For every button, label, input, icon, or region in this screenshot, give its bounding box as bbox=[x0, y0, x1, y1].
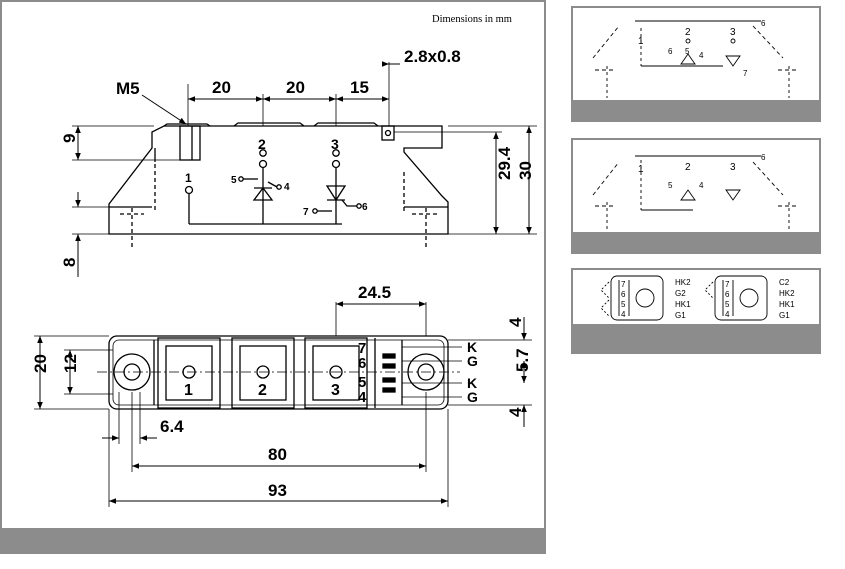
variant-a-pin-5: 5 bbox=[685, 47, 690, 56]
aux-pin: 6 bbox=[358, 355, 366, 372]
dim-tab: 2.8x0.8 bbox=[404, 47, 461, 66]
panel-footer-bar bbox=[573, 100, 819, 120]
dim-12: 12 bbox=[61, 354, 80, 373]
pin-2: 2 bbox=[258, 136, 266, 152]
pinout-left-signal: G1 bbox=[675, 311, 686, 320]
pinout-right-signal: HK1 bbox=[779, 300, 795, 309]
circuit-variant-b-panel: 1 2 3 5 4 6 bbox=[571, 138, 821, 254]
aux-signal: K bbox=[467, 375, 477, 391]
m5-label: M5 bbox=[116, 79, 140, 98]
aux-pin-numbers: 7 6 5 4 bbox=[358, 340, 367, 406]
pinout-right-signal: C2 bbox=[779, 278, 790, 287]
pin-4: 4 bbox=[284, 182, 290, 193]
dim-8: 8 bbox=[60, 258, 79, 267]
pinout-left-num: 6 bbox=[621, 290, 626, 299]
dim-20-height: 20 bbox=[31, 354, 50, 373]
aux-pin: 4 bbox=[358, 389, 367, 406]
circuit-variant-a: 1 2 3 6 5 4 7 6 bbox=[592, 19, 798, 98]
dim-6-4: 6.4 bbox=[160, 417, 184, 436]
pinout-left-num: 4 bbox=[621, 310, 626, 319]
circuit-variant-b: 1 2 3 5 4 6 bbox=[592, 153, 798, 230]
variant-b-pin-5: 5 bbox=[668, 181, 673, 190]
side-view-labels: M5 20 20 15 2.8x0.8 9 29.4 30 8 bbox=[60, 47, 535, 267]
variant-b-pin-6: 6 bbox=[761, 153, 766, 162]
variant-a-pin-7: 7 bbox=[743, 69, 748, 78]
dim-5-7: 5.7 bbox=[513, 348, 532, 372]
dimension-drawing-panel: Dimensions in mm bbox=[0, 0, 546, 554]
pinout-diagram: 7 6 5 4 HK2 G2 HK1 G1 7 6 5 4 C2 HK2 HK1… bbox=[600, 275, 795, 321]
circuit-variant-a-panel: 1 2 3 6 5 4 7 6 bbox=[571, 6, 821, 122]
pin-6: 6 bbox=[362, 202, 368, 213]
aux-pin: 5 bbox=[358, 374, 366, 391]
dimensions-note: Dimensions in mm bbox=[432, 14, 512, 25]
variant-a-pin-4: 4 bbox=[699, 51, 704, 60]
panel-footer-bar bbox=[2, 528, 544, 554]
side-view-pins: 1 2 3 4 5 6 7 bbox=[185, 136, 368, 218]
terminal-3: 3 bbox=[331, 382, 340, 399]
pinout-right-signal: HK2 bbox=[779, 289, 795, 298]
aux-signal: K bbox=[467, 339, 477, 355]
pinout-left-signal: HK1 bbox=[675, 300, 691, 309]
variant-a-pin-1: 1 bbox=[638, 36, 644, 47]
terminal-1: 1 bbox=[184, 382, 193, 399]
pinout-left-num: 7 bbox=[621, 280, 626, 289]
panel-footer-bar bbox=[573, 324, 819, 352]
aux-pin: 7 bbox=[358, 340, 366, 357]
top-view bbox=[34, 301, 532, 507]
variant-a-pin-6: 6 bbox=[668, 47, 673, 56]
dim-15: 15 bbox=[350, 78, 369, 97]
pinout-right-signal: G1 bbox=[779, 311, 790, 320]
variant-a-pin-3: 3 bbox=[730, 27, 736, 38]
dim-9: 9 bbox=[60, 134, 79, 143]
aux-signal: G bbox=[467, 353, 478, 369]
aux-signal: G bbox=[467, 389, 478, 405]
aux-signal-names: K G K G bbox=[467, 339, 478, 405]
top-view-labels: 24.5 20 12 6.4 80 93 4 5.7 4 bbox=[31, 283, 532, 500]
pinout-panel: 7 6 5 4 HK2 G2 HK1 G1 7 6 5 4 C2 HK2 HK1… bbox=[571, 268, 821, 354]
dim-29-4: 29.4 bbox=[495, 146, 514, 180]
pinout-left-num: 5 bbox=[621, 300, 626, 309]
pinout-right-num: 5 bbox=[725, 300, 730, 309]
dim-20-b: 20 bbox=[286, 78, 305, 97]
variant-b-pin-2: 2 bbox=[685, 162, 691, 173]
pinout-right-num: 6 bbox=[725, 290, 730, 299]
dim-93: 93 bbox=[268, 481, 287, 500]
dim-20-a: 20 bbox=[212, 78, 231, 97]
pin-1: 1 bbox=[185, 171, 192, 185]
variant-b-pin-3: 3 bbox=[730, 162, 736, 173]
pinout-left-signal: G2 bbox=[675, 289, 686, 298]
variant-a-pin-2: 2 bbox=[685, 27, 691, 38]
variant-b-pin-1: 1 bbox=[638, 164, 644, 175]
pinout-right-num: 7 bbox=[725, 280, 730, 289]
dim-80: 80 bbox=[268, 445, 287, 464]
pin-5: 5 bbox=[231, 175, 237, 186]
variant-b-pin-4: 4 bbox=[699, 181, 704, 190]
pinout-right-num: 4 bbox=[725, 310, 730, 319]
pin-7: 7 bbox=[303, 207, 309, 218]
top-view-terminals: 1 2 3 bbox=[184, 382, 340, 399]
dimension-drawing: Dimensions in mm bbox=[31, 14, 537, 507]
dim-30: 30 bbox=[516, 161, 535, 180]
panel-footer-bar bbox=[573, 232, 819, 252]
dim-4-top: 4 bbox=[506, 317, 525, 327]
dim-4-bottom: 4 bbox=[506, 407, 525, 417]
dim-24-5: 24.5 bbox=[358, 283, 391, 302]
pinout-left-signal: HK2 bbox=[675, 278, 691, 287]
terminal-2: 2 bbox=[258, 382, 267, 399]
pin-3: 3 bbox=[331, 136, 339, 152]
variant-a-pin-6b: 6 bbox=[761, 19, 766, 28]
side-view bbox=[72, 61, 537, 277]
